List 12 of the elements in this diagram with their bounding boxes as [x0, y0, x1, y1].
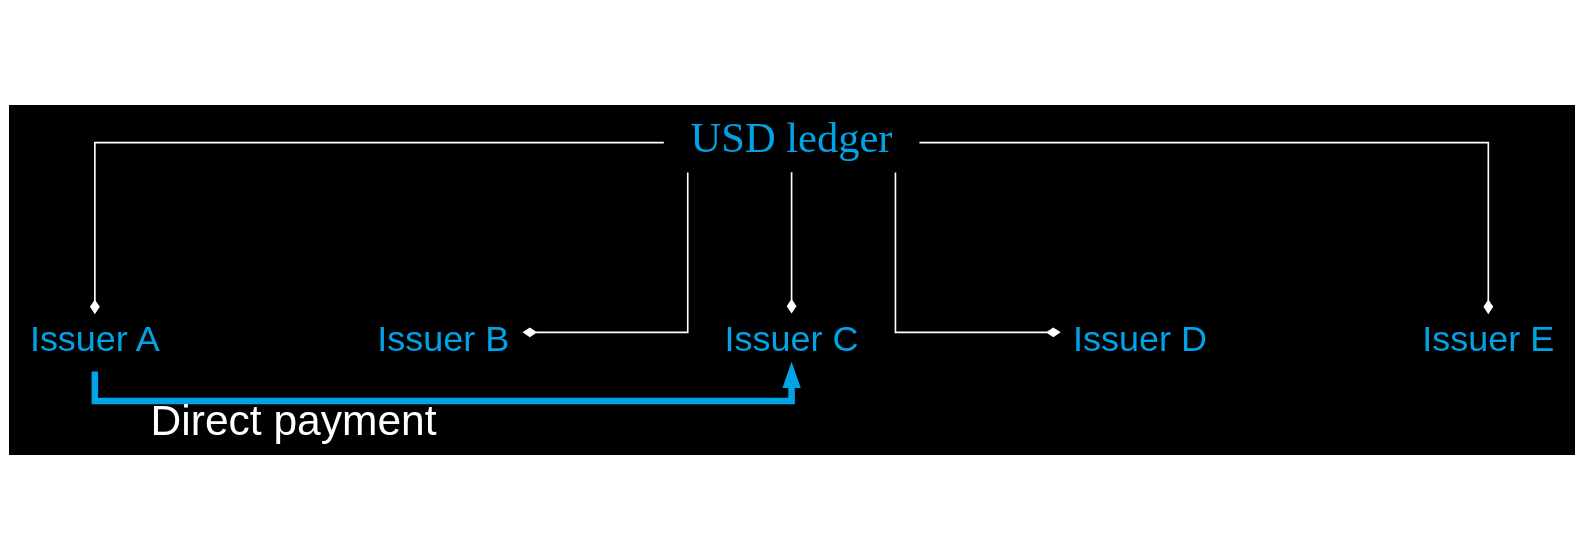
node-text: USD ledger — [690, 113, 893, 161]
connector — [522, 171, 689, 337]
node-text: Issuer A — [29, 317, 160, 359]
node-text: Issuer D — [1072, 317, 1207, 359]
node-text: Issuer E — [1422, 317, 1555, 359]
node-text: Issuer B — [377, 317, 510, 359]
connector — [786, 170, 797, 314]
connector — [894, 171, 1061, 337]
connector — [918, 141, 1494, 314]
edge-label: Direct payment — [150, 396, 437, 444]
connector — [89, 141, 665, 314]
node-text: Issuer C — [724, 317, 859, 359]
